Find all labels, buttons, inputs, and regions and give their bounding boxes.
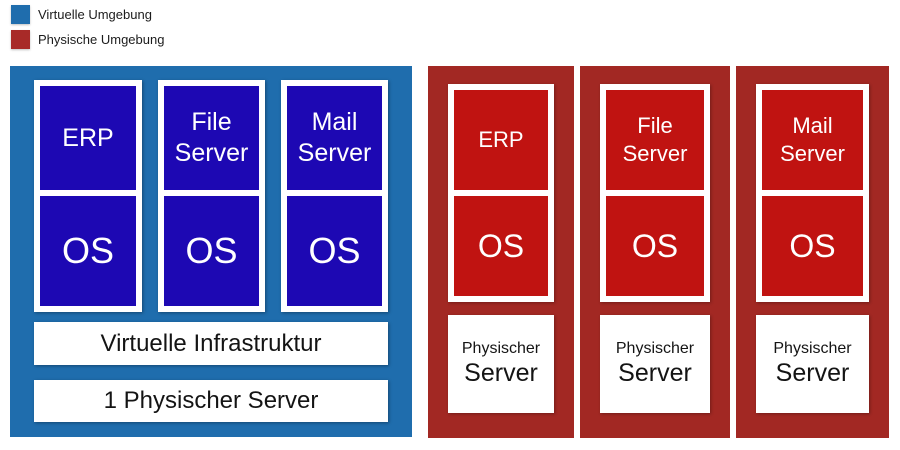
physical-os-box-mail-server: OS: [762, 196, 863, 296]
physical-color-swatch: [11, 30, 30, 49]
legend-label-virtual: Virtuelle Umgebung: [38, 7, 152, 22]
host-label-line1: Physischer: [773, 340, 852, 357]
physical-host-box-file-server: Physischer Server: [600, 315, 710, 413]
virtual-os-box-erp: OS: [40, 196, 136, 306]
host-label-line2: Server: [775, 359, 850, 387]
virtual-os-box-file-server: OS: [164, 196, 259, 306]
physical-os-box-erp: OS: [454, 196, 548, 296]
physical-server-bar: 1 Physischer Server: [34, 380, 388, 422]
physical-server-card-mail-server: Mail Server OS Physischer Server: [736, 66, 889, 438]
legend: Virtuelle Umgebung Physische Umgebung: [11, 5, 164, 55]
physical-app-box-mail-server: Mail Server: [762, 90, 863, 190]
legend-item-physical: Physische Umgebung: [11, 30, 164, 49]
legend-label-physical: Physische Umgebung: [38, 32, 165, 47]
host-label-line1: Physischer: [615, 340, 695, 357]
physical-stack-file-server: File Server OS: [600, 84, 710, 302]
physical-host-box-mail-server: Physischer Server: [756, 315, 869, 413]
physical-host-box-erp: Physischer Server: [448, 315, 554, 413]
physical-app-box-file-server: File Server: [606, 90, 704, 190]
virtual-os-box-mail-server: OS: [287, 196, 382, 306]
physical-os-box-file-server: OS: [606, 196, 704, 296]
host-label-line2: Server: [618, 359, 692, 387]
virtual-stack-erp: ERP OS: [34, 80, 142, 312]
physical-server-card-erp: ERP OS Physischer Server: [428, 66, 574, 438]
virtual-stack-mail-server: Mail Server OS: [281, 80, 388, 312]
legend-item-virtual: Virtuelle Umgebung: [11, 5, 164, 24]
virtual-color-swatch: [11, 5, 30, 24]
virtual-app-box-file-server: File Server: [164, 86, 259, 190]
physical-server-card-file-server: File Server OS Physischer Server: [580, 66, 730, 438]
virtual-stack-file-server: File Server OS: [158, 80, 265, 312]
host-label-line2: Server: [464, 359, 538, 387]
virtual-app-box-erp: ERP: [40, 86, 136, 190]
virtual-app-box-mail-server: Mail Server: [287, 86, 382, 190]
physical-stack-mail-server: Mail Server OS: [756, 84, 869, 302]
virtual-infrastructure-bar: Virtuelle Infrastruktur: [34, 322, 388, 365]
virtual-environment-container: ERP OS File Server OS Mail Server OS Vir…: [10, 66, 412, 437]
physical-app-box-erp: ERP: [454, 90, 548, 190]
host-label-line1: Physischer: [461, 340, 541, 357]
physical-stack-erp: ERP OS: [448, 84, 554, 302]
